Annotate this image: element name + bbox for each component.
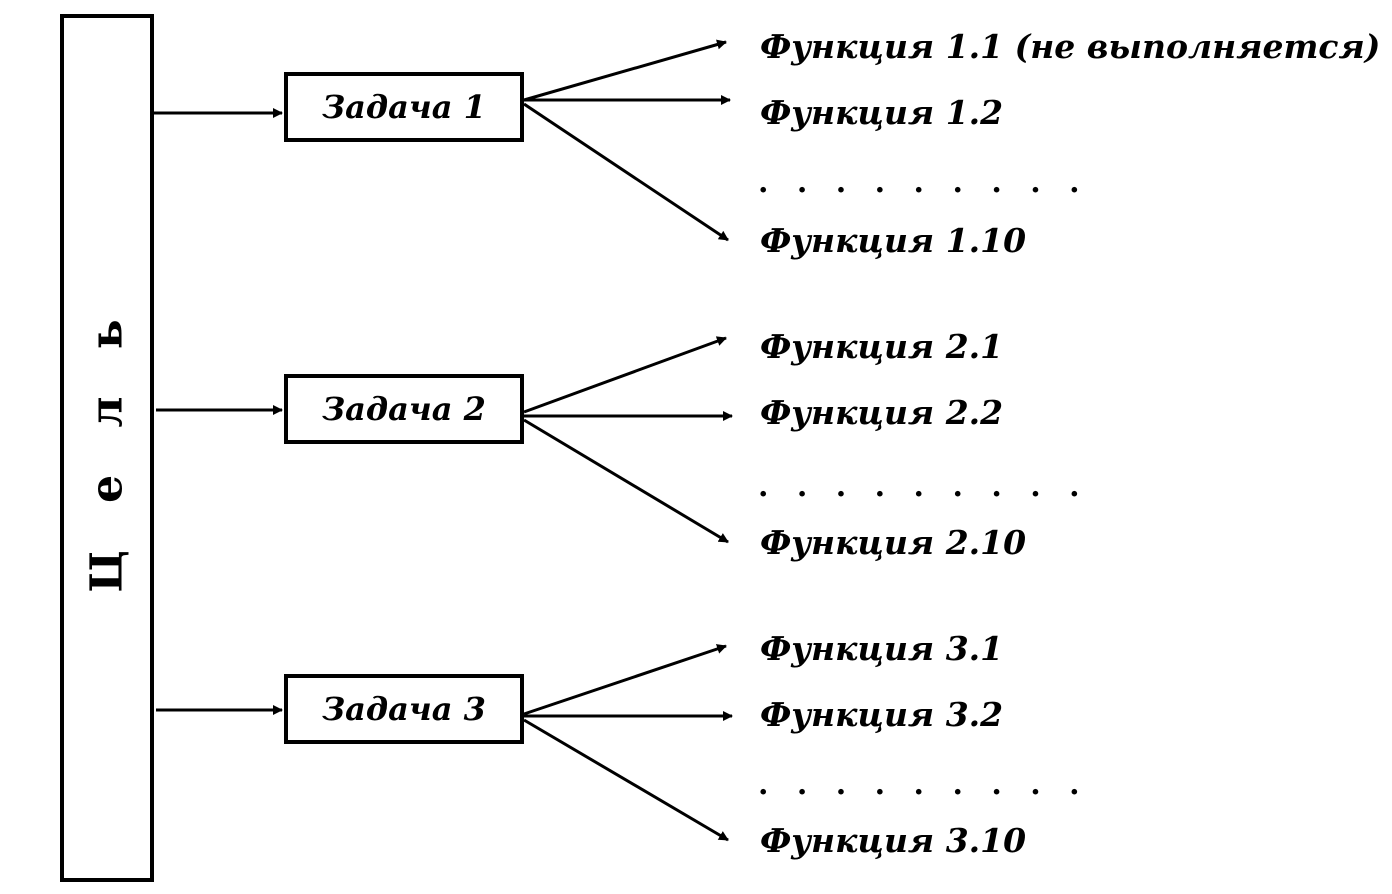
function-2-1-label: Функция 2.1 [760, 327, 1004, 366]
task-1-box: Задача 1 [284, 72, 524, 142]
task-2-to-function-2-10-arrow [523, 418, 729, 544]
function-2-2-label: Функция 2.2 [760, 393, 1004, 432]
function-3-2-label: Функция 3.2 [760, 695, 1004, 734]
goal-label: Ц е л ь [81, 303, 133, 593]
function-1-1-label: Функция 1.1 (не выполняется) [760, 27, 1381, 66]
task-2-box: Задача 2 [284, 374, 524, 444]
task-1-to-function-1-1-arrow [523, 39, 727, 102]
task-2-to-function-2-1-arrow [523, 336, 727, 414]
function-1-2-label: Функция 1.2 [760, 93, 1004, 132]
task-1-to-function-1-10-arrow [523, 102, 729, 242]
function-2-10-label: Функция 2.10 [760, 523, 1027, 562]
function-3-1-label: Функция 3.1 [760, 629, 1004, 668]
function-1-10-label: Функция 1.10 [760, 221, 1027, 260]
task-3-to-function-3-10-arrow [523, 718, 729, 842]
function-2-ellipsis: . . . . . . . . . [758, 469, 1089, 504]
task-3-to-function-3-1-arrow [523, 644, 727, 716]
function-3-ellipsis: . . . . . . . . . [758, 767, 1089, 802]
task-3-box: Задача 3 [284, 674, 524, 744]
goal-box [60, 14, 154, 882]
function-1-ellipsis: . . . . . . . . . [758, 165, 1089, 200]
function-3-10-label: Функция 3.10 [760, 821, 1027, 860]
